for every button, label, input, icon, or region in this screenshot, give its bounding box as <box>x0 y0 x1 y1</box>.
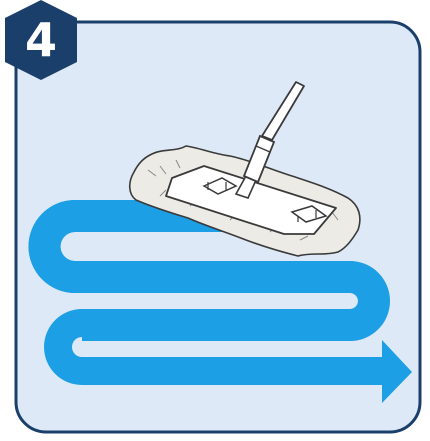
step-number: 4 <box>25 13 57 67</box>
